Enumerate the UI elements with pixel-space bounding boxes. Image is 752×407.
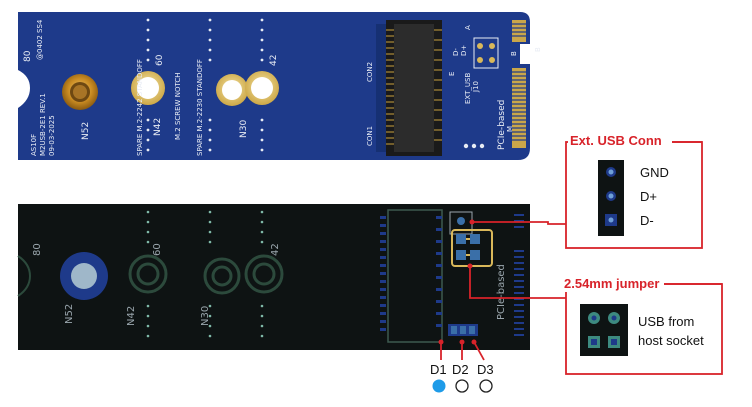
pcb-size-60: 60	[152, 243, 163, 256]
led-label-d3: D3	[477, 362, 494, 377]
jumper-graphic	[580, 304, 628, 356]
photo-size-60: 60	[155, 54, 165, 66]
photo-j10: J10	[472, 81, 480, 93]
pcb-connector	[380, 209, 443, 343]
ext-usb-pin-dminus: D-	[640, 213, 654, 228]
pcb-edge-fingers	[514, 214, 524, 336]
led-indicator-d2	[455, 379, 469, 393]
photo-dplus: D+	[460, 45, 468, 56]
photo-con2: CON2	[366, 62, 374, 82]
photo-edge-text: PCIe-based	[497, 100, 507, 150]
pcb-size-80: 80	[32, 243, 43, 256]
callout-lines	[440, 221, 566, 361]
ext-usb-pin-gnd: GND	[640, 165, 669, 180]
jumper-footprint-photo	[463, 37, 499, 149]
jumper-title: 2.54mm jumper	[564, 276, 659, 291]
pcb-hole-n30: N30	[200, 306, 211, 326]
photo-rev-line1: AS10F	[30, 134, 38, 156]
pcb-ext-usb-pins	[449, 211, 493, 267]
board-photo: 80 60 42 AS10F M2USB-2E1 REV.1 09-03-202…	[18, 12, 542, 160]
pcb-led-footprints	[448, 324, 478, 336]
led-indicator-d1	[432, 379, 446, 393]
photo-hole-n52: N52	[81, 122, 91, 140]
photo-pin-a: A	[464, 25, 472, 30]
photo-ext-usb: EXT_USB	[464, 73, 472, 104]
photo-standoff-2230: SPARE M.2-2230 STANDOFF	[196, 59, 204, 156]
led-indicator-d3	[479, 379, 493, 393]
photo-rev-line3: 09-03-2025	[48, 115, 56, 156]
photo-screw-notch: M.2 SCREW NOTCH	[174, 73, 182, 140]
jumper-desc-line1: USB from	[638, 314, 694, 329]
pcb-holes	[60, 252, 284, 300]
ext-usb-pin-dplus: D+	[640, 189, 657, 204]
photo-hole-n42: N42	[153, 118, 163, 136]
ext-usb-title: Ext. USB Conn	[570, 133, 662, 148]
callout-dots	[438, 219, 477, 345]
led-label-d1: D1	[430, 362, 447, 377]
pcb-layout: 80 60 42 N52 N42 N30 PCIe-based	[17, 204, 530, 350]
m2-connector	[376, 20, 442, 156]
photo-key-b: B	[534, 47, 542, 52]
photo-size-42: 42	[269, 55, 279, 66]
edge-fingers	[512, 20, 526, 148]
callout-ext-usb: Ext. USB Conn GND D+ D-	[565, 133, 703, 249]
jumper-desc-line2: host socket	[638, 333, 704, 348]
photo-standoff-2242: SPARE M.2-2242 STANDOFF	[136, 59, 144, 156]
photo-silk-left-top: @0402 SS4	[36, 19, 44, 60]
pcb-size-42: 42	[270, 243, 281, 256]
photo-con1: CON1	[366, 126, 374, 146]
photo-pin-e: E	[448, 72, 456, 76]
photo-dminus: D-	[452, 48, 460, 56]
callout-jumper: 2.54mm jumper USB from host socket	[560, 276, 723, 375]
pcb-edge-text: PCIe-based	[496, 264, 507, 320]
photo-pin-b: B	[510, 51, 518, 56]
photo-size-80: 80	[23, 50, 33, 62]
photo-key-m: M	[506, 126, 514, 132]
pcb-hole-n52: N52	[64, 304, 75, 324]
photo-rev-line2: M2USB-2E1 REV.1	[39, 93, 47, 156]
perforation-lines	[146, 18, 264, 152]
led-indicators: D1 D2 D3	[430, 362, 494, 393]
led-label-d2: D2	[452, 362, 469, 377]
photo-hole-n30: N30	[239, 120, 249, 138]
board-holes	[62, 71, 279, 110]
pcb-hole-n42: N42	[126, 306, 137, 326]
pcb-perforations	[146, 210, 264, 338]
